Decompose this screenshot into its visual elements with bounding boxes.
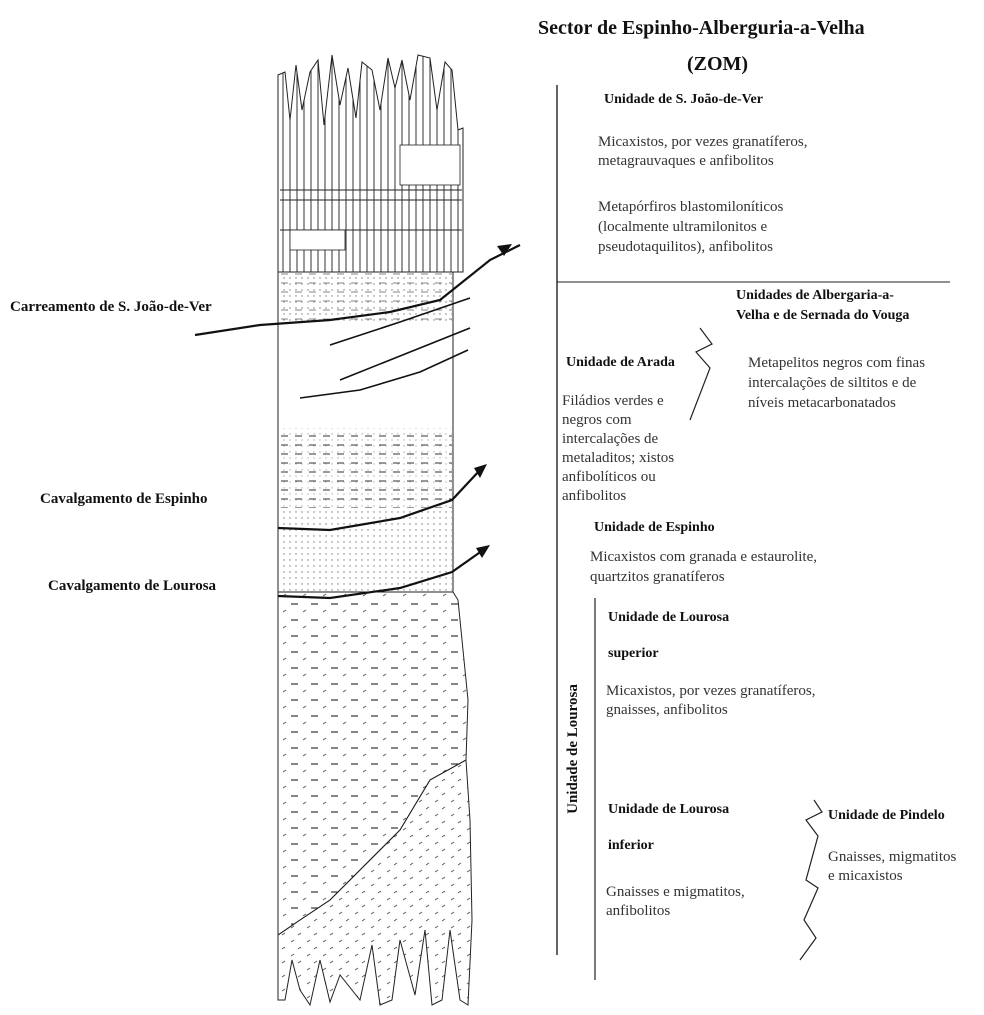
unit-sjoao-name: Unidade de S. João-de-Ver [604,92,763,109]
unit-espinho-desc-2: quartzitos granatíferos [590,568,725,586]
unit-arada-desc-1: Filádios verdes e [562,392,664,410]
unit-albergaria-desc-1: Metapelitos negros com finas [748,354,925,372]
unit-lourosa-sup-name-2: superior [608,646,659,663]
unit-albergaria-name-2: Velha e de Sernada do Vouga [736,308,909,325]
unit-lourosa-inf-name-2: inferior [608,838,654,855]
unit-espinho-desc-1: Micaxistos com granada e estaurolite, [590,548,817,566]
unit-albergaria-desc-3: níveis metacarbonatados [748,394,896,412]
unit-albergaria-desc-2: intercalações de siltitos e de [748,374,916,392]
unit-lourosa-inf-desc-2: anfibolitos [606,902,670,920]
unit-lourosa-inf-desc-1: Gnaisses e migmatitos, [606,883,745,901]
unit-lourosa-sup-name-1: Unidade de Lourosa [608,610,729,627]
unit-sjoao-desc-3: Metapórfiros blastomiloníticos [598,198,783,216]
unit-sjoao-desc-5: pseudotaquilitos), anfibolitos [598,238,773,256]
unit-arada-desc-6: anfibolitos [562,487,626,505]
unit-sjoao-desc-4: (localmente ultramilonitos e [598,218,767,236]
unit-sjoao-desc-2: metagrauvaques e anfibolitos [598,152,774,170]
unit-arada-desc-4: metaladitos; xistos [562,449,674,467]
unit-lourosa-inf-name-1: Unidade de Lourosa [608,802,729,819]
unit-sjoao-desc-1: Micaxistos, por vezes granatíferos, [598,133,808,151]
unit-lourosa-sup-desc-2: gnaisses, anfibolitos [606,701,728,719]
unit-lourosa-sup-desc-1: Micaxistos, por vezes granatíferos, [606,682,816,700]
unit-arada-name: Unidade de Arada [566,355,675,372]
unit-pindelo-name: Unidade de Pindelo [828,808,945,825]
diagram-subtitle: (ZOM) [687,52,748,76]
unit-pindelo-desc-2: e micaxistos [828,867,903,885]
thrust-label-sjoao: Carreamento de S. João-de-Ver [10,298,212,316]
thrust-label-espinho: Cavalgamento de Espinho [40,490,208,508]
diagram-title: Sector de Espinho-Alberguria-a-Velha [538,16,865,40]
unit-arada-desc-2: negros com [562,411,632,429]
unit-lourosa-group-label: Unidade de Lourosa [564,684,582,814]
unit-arada-desc-3: intercalações de [562,430,658,448]
unit-albergaria-name-1: Unidades de Albergaria-a- [736,288,894,305]
unit-espinho-name: Unidade de Espinho [594,520,715,537]
unit-pindelo-desc-1: Gnaisses, migmatitos [828,848,956,866]
thrust-label-lourosa: Cavalgamento de Lourosa [48,577,216,595]
unit-arada-desc-5: anfibolíticos ou [562,468,656,486]
